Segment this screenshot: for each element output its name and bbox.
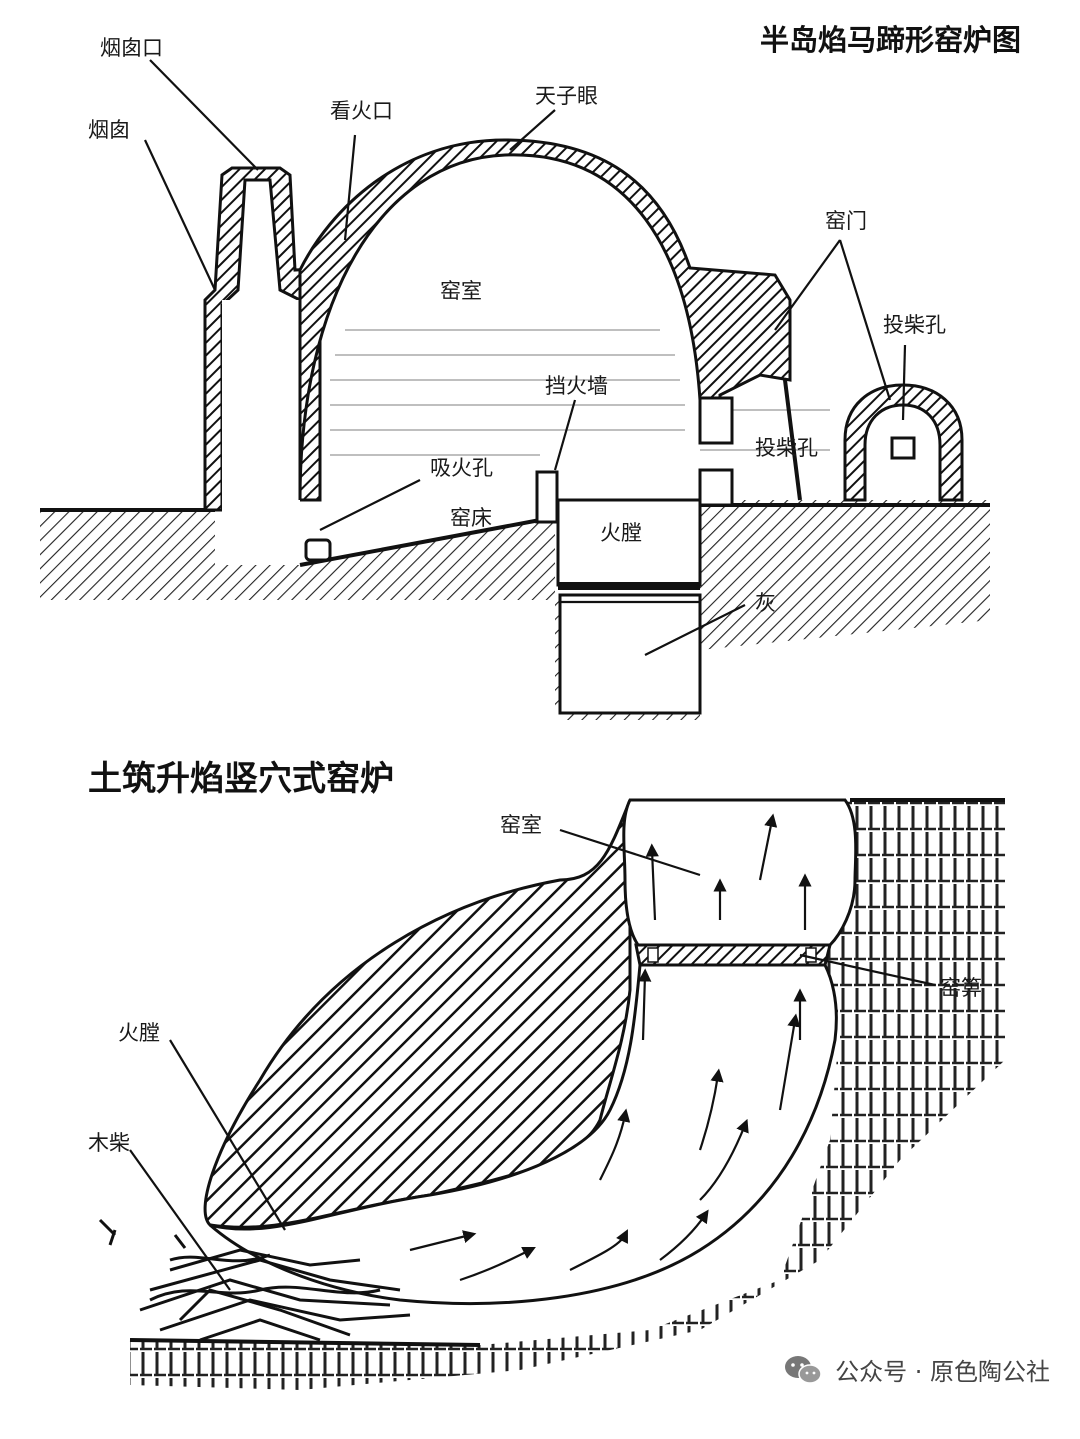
label-suction-hole: 吸火孔 — [430, 456, 493, 480]
label-fire-wall: 挡火墙 — [545, 374, 608, 398]
label-bottom-kiln-chamber: 窑室 — [500, 813, 542, 837]
label-chimney-mouth: 烟囱口 — [100, 36, 163, 60]
firewood-pile — [98, 1218, 411, 1342]
label-kiln-bed: 窑床 — [450, 506, 492, 530]
wechat-icon — [785, 1355, 822, 1384]
bottom-leader-lines — [129, 828, 936, 1291]
watermark-text: 公众号 · 原色陶公社 — [835, 1358, 1050, 1386]
label-kiln-chamber: 窑室 — [440, 279, 482, 303]
label-chimney: 烟囱 — [88, 118, 130, 142]
kiln-chamber-space — [322, 169, 690, 500]
suction-hole — [304, 538, 332, 562]
kiln-chamber — [622, 798, 858, 947]
kiln-door-front — [843, 383, 964, 502]
watermark: 公众号 · 原色陶公社 — [783, 1352, 1050, 1387]
label-ash: 灰 — [755, 591, 776, 615]
firebox-grate — [558, 582, 700, 590]
ground-soil — [40, 500, 990, 720]
label-viewing-hole: 看火口 — [330, 99, 393, 123]
fire-wall — [535, 470, 559, 524]
flame-arrows — [409, 813, 812, 1282]
kiln-bed — [299, 518, 541, 567]
label-firewood: 木柴 — [88, 1131, 130, 1155]
label-sky-eye: 天子眼 — [535, 84, 598, 108]
firebox-tunnel — [209, 963, 838, 1305]
chimney-flue — [222, 300, 300, 562]
label-firewood-hole: 投柴孔 — [755, 436, 818, 460]
firewood-hole-opening — [698, 468, 734, 507]
label-firebox: 火膛 — [600, 521, 642, 545]
label-kiln-door: 窑门 — [825, 209, 867, 233]
ash-pit — [558, 593, 702, 715]
firebox — [556, 498, 702, 587]
bottom-title: 土筑升焰竖穴式窑炉 — [88, 759, 394, 799]
ground-line — [40, 503, 990, 512]
top-title: 半岛焰马蹄形窑炉图 — [760, 23, 1021, 57]
top-kiln-diagram: 半岛焰马蹄形窑炉图 烟囱口 烟囱 看火口 天子眼 窑室 窑门 投柴孔 挡火墙 投… — [40, 23, 1021, 720]
label-firewood-hole-right: 投柴孔 — [883, 313, 946, 337]
soil-right — [130, 800, 1005, 1390]
label-bottom-firebox: 火膛 — [118, 1021, 160, 1045]
bottom-kiln-diagram: 土筑升焰竖穴式窑炉 窑室 窑箅 火膛 木柴 — [88, 759, 1005, 1390]
label-kiln-grate: 窑箅 — [940, 976, 982, 1000]
kiln-door-opening — [698, 396, 734, 445]
leader-lines — [144, 59, 907, 656]
front-firewood-hole — [890, 436, 916, 460]
